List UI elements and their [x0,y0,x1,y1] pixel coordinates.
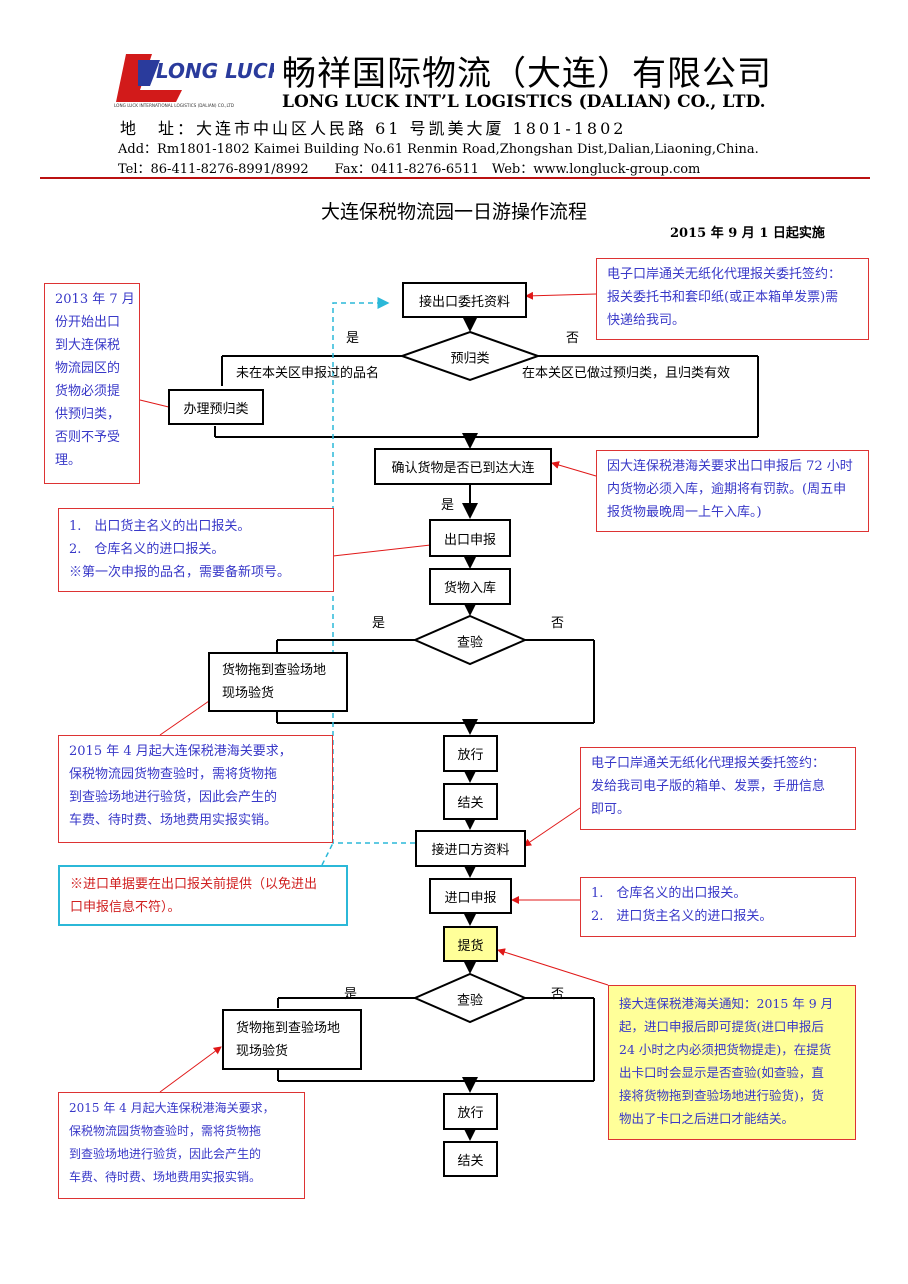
node-inspection-site-1: 货物拖到查验场地现场验货 [208,652,348,712]
node-release-1: 放行 [443,735,498,772]
node-release-2: 放行 [443,1093,498,1130]
d1-left-condition: 未在本关区申报过的品名 [236,366,380,381]
node-confirm-arrival: 确认货物是否已到达大连 [374,448,552,485]
logo-subtext: LONG LUCK INTERNATIONAL LOGISTICS (DALIA… [114,103,234,108]
address-en: Add：Rm1801-1802 Kaimei Building No.61 Re… [118,142,759,157]
node-receive-export-docs: 接出口委托资料 [402,282,527,318]
note-inspection-fees-1: 2015 年 4 月起大连保税港海关要求， 保税物流园货物查验时，需将货物拖 到… [58,735,333,843]
d2-no-label: 否 [551,616,565,631]
decision-pre-classification: 预归类 [450,351,490,367]
company-name-cn: 畅祥国际物流（大连）有限公司 [282,54,772,94]
note-import-e-port-signing: 电子口岸通关无纸化代理报关委托签约： 发给我司电子版的箱单、发票，手册信息 即可… [580,747,856,830]
note-72-hour-rule: 因大连保税港海关要求出口申报后 72 小时 内货物必须入库，逾期将有罚款。(周五… [596,450,869,532]
note-import-declaration: 1. 仓库名义的出口报关。 2. 进口货主名义的进口报关。 [580,877,856,937]
d1-right-condition: 在本关区已做过预归类，且归类有效 [522,366,731,381]
company-logo: LONG LUCK LONG LUCK INTERNATIONAL LOGIST… [112,50,285,108]
node-inspection-site-2: 货物拖到查验场地现场验货 [222,1009,362,1070]
d1-no-label: 否 [566,331,580,346]
decision-inspection-1: 查验 [456,635,484,651]
node-import-declaration: 进口申报 [429,878,512,914]
d1-yes-label: 是 [346,331,360,346]
node-goods-warehousing: 货物入库 [429,568,511,605]
decision-inspection-2: 查验 [456,993,484,1009]
contact-line: Tel：86-411-8276-8991/8992 Fax：0411-8276-… [118,162,701,177]
page-title: 大连保税物流园一日游操作流程 [320,201,587,223]
note-import-docs-timing: ※进口单据要在出口报关前提供（以免进出 口申报信息不符）。 [58,865,348,926]
note-export-e-port-signing: 电子口岸通关无纸化代理报关委托签约： 报关委托书和套印纸(或正本箱单发票)需 快… [596,258,869,340]
node-pick-up: 提货 [443,926,498,962]
address-cn: 地 址：大连市中山区人民路 61 号凯美大厦 1801-1802 [120,119,627,138]
note-pre-classification-rule: 2013 年 7 月 份开始出口 到大连保税 物流园区的 货物必须提 供预归类，… [44,283,140,484]
node-receive-import-docs: 接进口方资料 [415,830,526,867]
effective-date: 2015 年 9 月 1 日起实施 [670,226,825,241]
d3-no-label: 否 [551,987,565,1002]
note-pick-up-notice: 接大连保税港海关通知：2015 年 9 月 起，进口申报后即可提货(进口申报后 … [608,985,856,1140]
node-clearance-2: 结关 [443,1141,498,1177]
node-clearance-1: 结关 [443,783,498,820]
note-export-declaration: 1. 出口货主名义的出口报关。 2. 仓库名义的进口报关。 ※第一次申报的品名，… [58,508,334,592]
company-name-en: LONG LUCK INT’L LOGISTICS (DALIAN) CO., … [282,92,766,112]
d2-yes-label: 是 [372,616,386,631]
header-rule [40,177,870,179]
node-pre-classification: 办理预归类 [168,389,264,425]
d3-yes-label: 是 [344,987,358,1002]
logo-text: LONG LUCK [156,59,274,83]
node-export-declaration: 出口申报 [429,519,511,557]
note-inspection-fees-2: 2015 年 4 月起大连保税港海关要求， 保税物流园货物查验时，需将货物拖 到… [58,1092,305,1199]
n3-yes-label: 是 [441,498,455,513]
